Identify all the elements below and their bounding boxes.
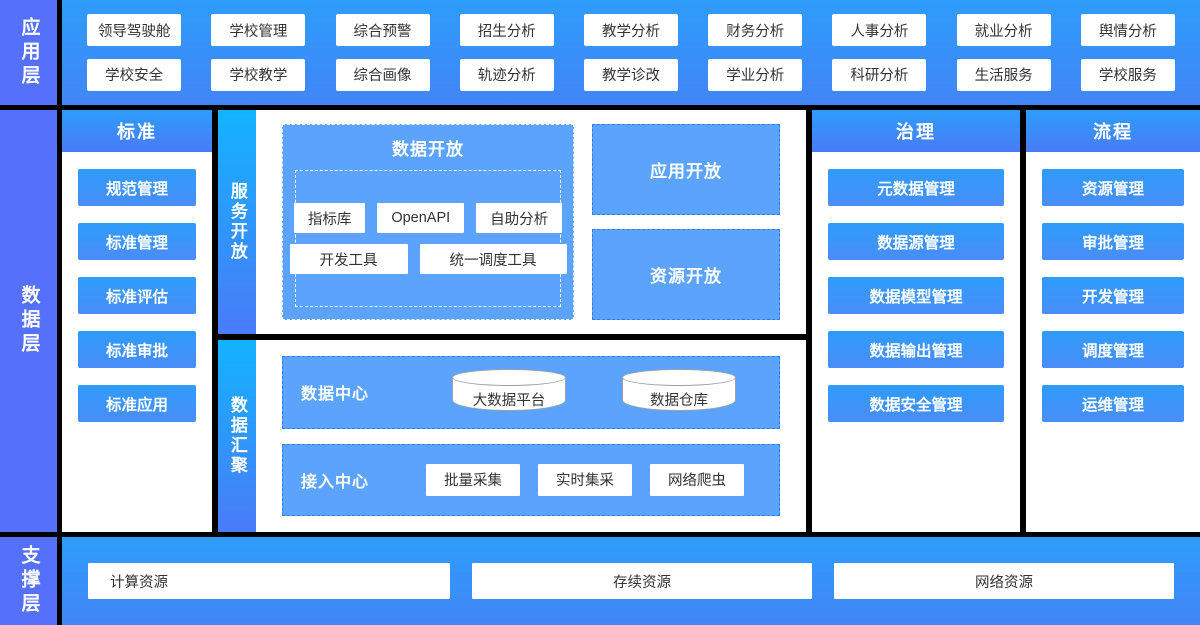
standard-column-items: 规范管理标准管理标准评估标准审批标准应用	[62, 152, 212, 532]
aggregate-row: 接入中心 批量采集实时集采网络爬虫	[282, 443, 780, 516]
aggregate-row: 数据中心 大数据平台 数据仓库	[282, 356, 780, 429]
standard-item[interactable]: 标准审批	[78, 331, 196, 368]
process-item[interactable]: 审批管理	[1042, 223, 1184, 260]
layer-rail-data: 数据层	[0, 110, 57, 532]
layer-rail-application-label: 应用层	[18, 16, 40, 89]
process-item[interactable]: 运维管理	[1042, 385, 1184, 422]
open-side-boxes: 应用开放资源开放	[592, 124, 780, 320]
app-module-button[interactable]: 人事分析	[832, 14, 927, 47]
governance-column: 治理 元数据管理数据源管理数据模型管理数据输出管理数据安全管理	[812, 110, 1020, 532]
governance-column-items: 元数据管理数据源管理数据模型管理数据输出管理数据安全管理	[812, 152, 1020, 532]
data-open-title: 数据开放	[392, 140, 464, 159]
data-open-tool[interactable]: 开发工具	[289, 244, 408, 274]
app-module-button[interactable]: 学业分析	[708, 58, 803, 91]
data-open-tool[interactable]: 指标库	[293, 203, 366, 233]
application-row-2: 学校安全学校教学综合画像轨迹分析教学诊改学业分析科研分析生活服务学校服务	[72, 53, 1190, 98]
app-module-button[interactable]: 学校管理	[211, 14, 306, 47]
open-capability-box[interactable]: 应用开放	[592, 124, 780, 215]
app-module-button[interactable]: 领导驾驶舱	[87, 14, 182, 47]
standard-item[interactable]: 标准管理	[78, 223, 196, 260]
aggregate-item[interactable]: 实时集采	[538, 463, 632, 496]
app-module-button[interactable]: 学校教学	[211, 58, 306, 91]
support-resource-box[interactable]: 存续资源	[472, 563, 812, 599]
cylinder-top-ellipse	[622, 369, 736, 387]
app-module-button[interactable]: 科研分析	[832, 58, 927, 91]
application-row-1: 领导驾驶舱学校管理综合预警招生分析教学分析财务分析人事分析就业分析舆情分析	[72, 8, 1190, 53]
data-open-tools-row-1: 指标库 OpenAPI 自助分析	[293, 203, 563, 233]
governance-item[interactable]: 数据输出管理	[828, 331, 1004, 368]
governance-column-title: 治理	[812, 110, 1020, 152]
app-module-button[interactable]: 学校服务	[1080, 58, 1175, 91]
governance-item[interactable]: 元数据管理	[828, 169, 1004, 206]
service-open-band: 服务开放 数据开放 指标库 OpenAPI 自助分析 开发工具统一调度工具 应用开放…	[218, 110, 806, 334]
app-module-button[interactable]: 教学诊改	[583, 58, 678, 91]
app-module-button[interactable]: 轨迹分析	[459, 58, 554, 91]
aggregate-row-label: 接入中心	[301, 473, 370, 491]
process-item[interactable]: 开发管理	[1042, 277, 1184, 314]
application-layer: 领导驾驶舱学校管理综合预警招生分析教学分析财务分析人事分析就业分析舆情分析 学校…	[62, 0, 1200, 105]
cylinder-label: 大数据平台	[472, 392, 546, 409]
data-aggregate-rail-label: 数据汇聚	[227, 396, 247, 476]
layer-rail-application: 应用层	[0, 0, 57, 105]
layer-rail-data-label: 数据层	[18, 285, 40, 357]
governance-item[interactable]: 数据安全管理	[828, 385, 1004, 422]
app-module-button[interactable]: 就业分析	[956, 14, 1051, 47]
open-capability-box[interactable]: 资源开放	[592, 229, 780, 320]
data-aggregate-band: 数据汇聚 数据中心 大数据平台 数据仓库接入中心 批量采集实时集采网络爬虫	[218, 340, 806, 532]
data-open-tools-row-2: 开发工具统一调度工具	[289, 244, 567, 274]
governance-item[interactable]: 数据源管理	[828, 223, 1004, 260]
layer-rail-support: 支撑层	[0, 537, 57, 625]
cylinder-top-ellipse	[452, 369, 566, 387]
database-cylinder[interactable]: 大数据平台	[452, 369, 566, 415]
app-module-button[interactable]: 学校安全	[87, 58, 182, 91]
service-open-rail-label: 服务开放	[227, 182, 247, 262]
service-open-body: 数据开放 指标库 OpenAPI 自助分析 开发工具统一调度工具 应用开放资源开放	[256, 110, 806, 334]
governance-item[interactable]: 数据模型管理	[828, 277, 1004, 314]
process-item[interactable]: 资源管理	[1042, 169, 1184, 206]
standard-column-title: 标准	[62, 110, 212, 152]
app-module-button[interactable]: 综合画像	[335, 58, 430, 91]
cylinder-label: 数据仓库	[650, 392, 708, 409]
data-open-tools: 指标库 OpenAPI 自助分析 开发工具统一调度工具	[289, 170, 567, 307]
support-resource-box[interactable]: 网络资源	[834, 563, 1174, 599]
support-resource-box[interactable]: 计算资源	[88, 563, 450, 599]
app-module-button[interactable]: 教学分析	[583, 14, 678, 47]
aggregate-item[interactable]: 批量采集	[426, 463, 520, 496]
data-layer: 标准 规范管理标准管理标准评估标准审批标准应用 服务开放 数据开放 指标库 Ope…	[62, 110, 1200, 532]
data-open-tool[interactable]: 自助分析	[476, 203, 563, 233]
standard-item[interactable]: 规范管理	[78, 169, 196, 206]
standard-column: 标准 规范管理标准管理标准评估标准审批标准应用	[62, 110, 212, 532]
process-item[interactable]: 调度管理	[1042, 331, 1184, 368]
app-module-button[interactable]: 财务分析	[708, 14, 803, 47]
app-module-button[interactable]: 舆情分析	[1080, 14, 1175, 47]
data-aggregate-rail: 数据汇聚	[218, 340, 256, 532]
process-column-title: 流程	[1026, 110, 1200, 152]
support-layer: 计算资源存续资源网络资源	[62, 537, 1200, 625]
standard-item[interactable]: 标准评估	[78, 277, 196, 314]
app-module-button[interactable]: 生活服务	[956, 58, 1051, 91]
data-open-panel: 数据开放 指标库 OpenAPI 自助分析 开发工具统一调度工具	[282, 124, 574, 320]
layer-rail-support-label: 支撑层	[18, 545, 40, 617]
app-module-button[interactable]: 综合预警	[335, 14, 430, 47]
aggregate-row-items: 批量采集实时集采网络爬虫	[426, 463, 761, 496]
database-cylinder[interactable]: 数据仓库	[622, 369, 736, 415]
data-open-tool[interactable]: 统一调度工具	[419, 244, 567, 274]
aggregate-row-items: 大数据平台 数据仓库	[426, 369, 761, 415]
standard-item[interactable]: 标准应用	[78, 385, 196, 422]
aggregate-item[interactable]: 网络爬虫	[650, 463, 744, 496]
process-column: 流程 资源管理审批管理开发管理调度管理运维管理	[1026, 110, 1200, 532]
data-aggregate-body: 数据中心 大数据平台 数据仓库接入中心 批量采集实时集采网络爬虫	[256, 340, 806, 532]
service-open-rail: 服务开放	[218, 110, 256, 334]
process-column-items: 资源管理审批管理开发管理调度管理运维管理	[1026, 152, 1200, 532]
data-open-tool[interactable]: OpenAPI	[377, 203, 465, 233]
app-module-button[interactable]: 招生分析	[459, 14, 554, 47]
aggregate-row-label: 数据中心	[301, 386, 370, 404]
center-stack: 服务开放 数据开放 指标库 OpenAPI 自助分析 开发工具统一调度工具 应用开放…	[218, 110, 806, 532]
